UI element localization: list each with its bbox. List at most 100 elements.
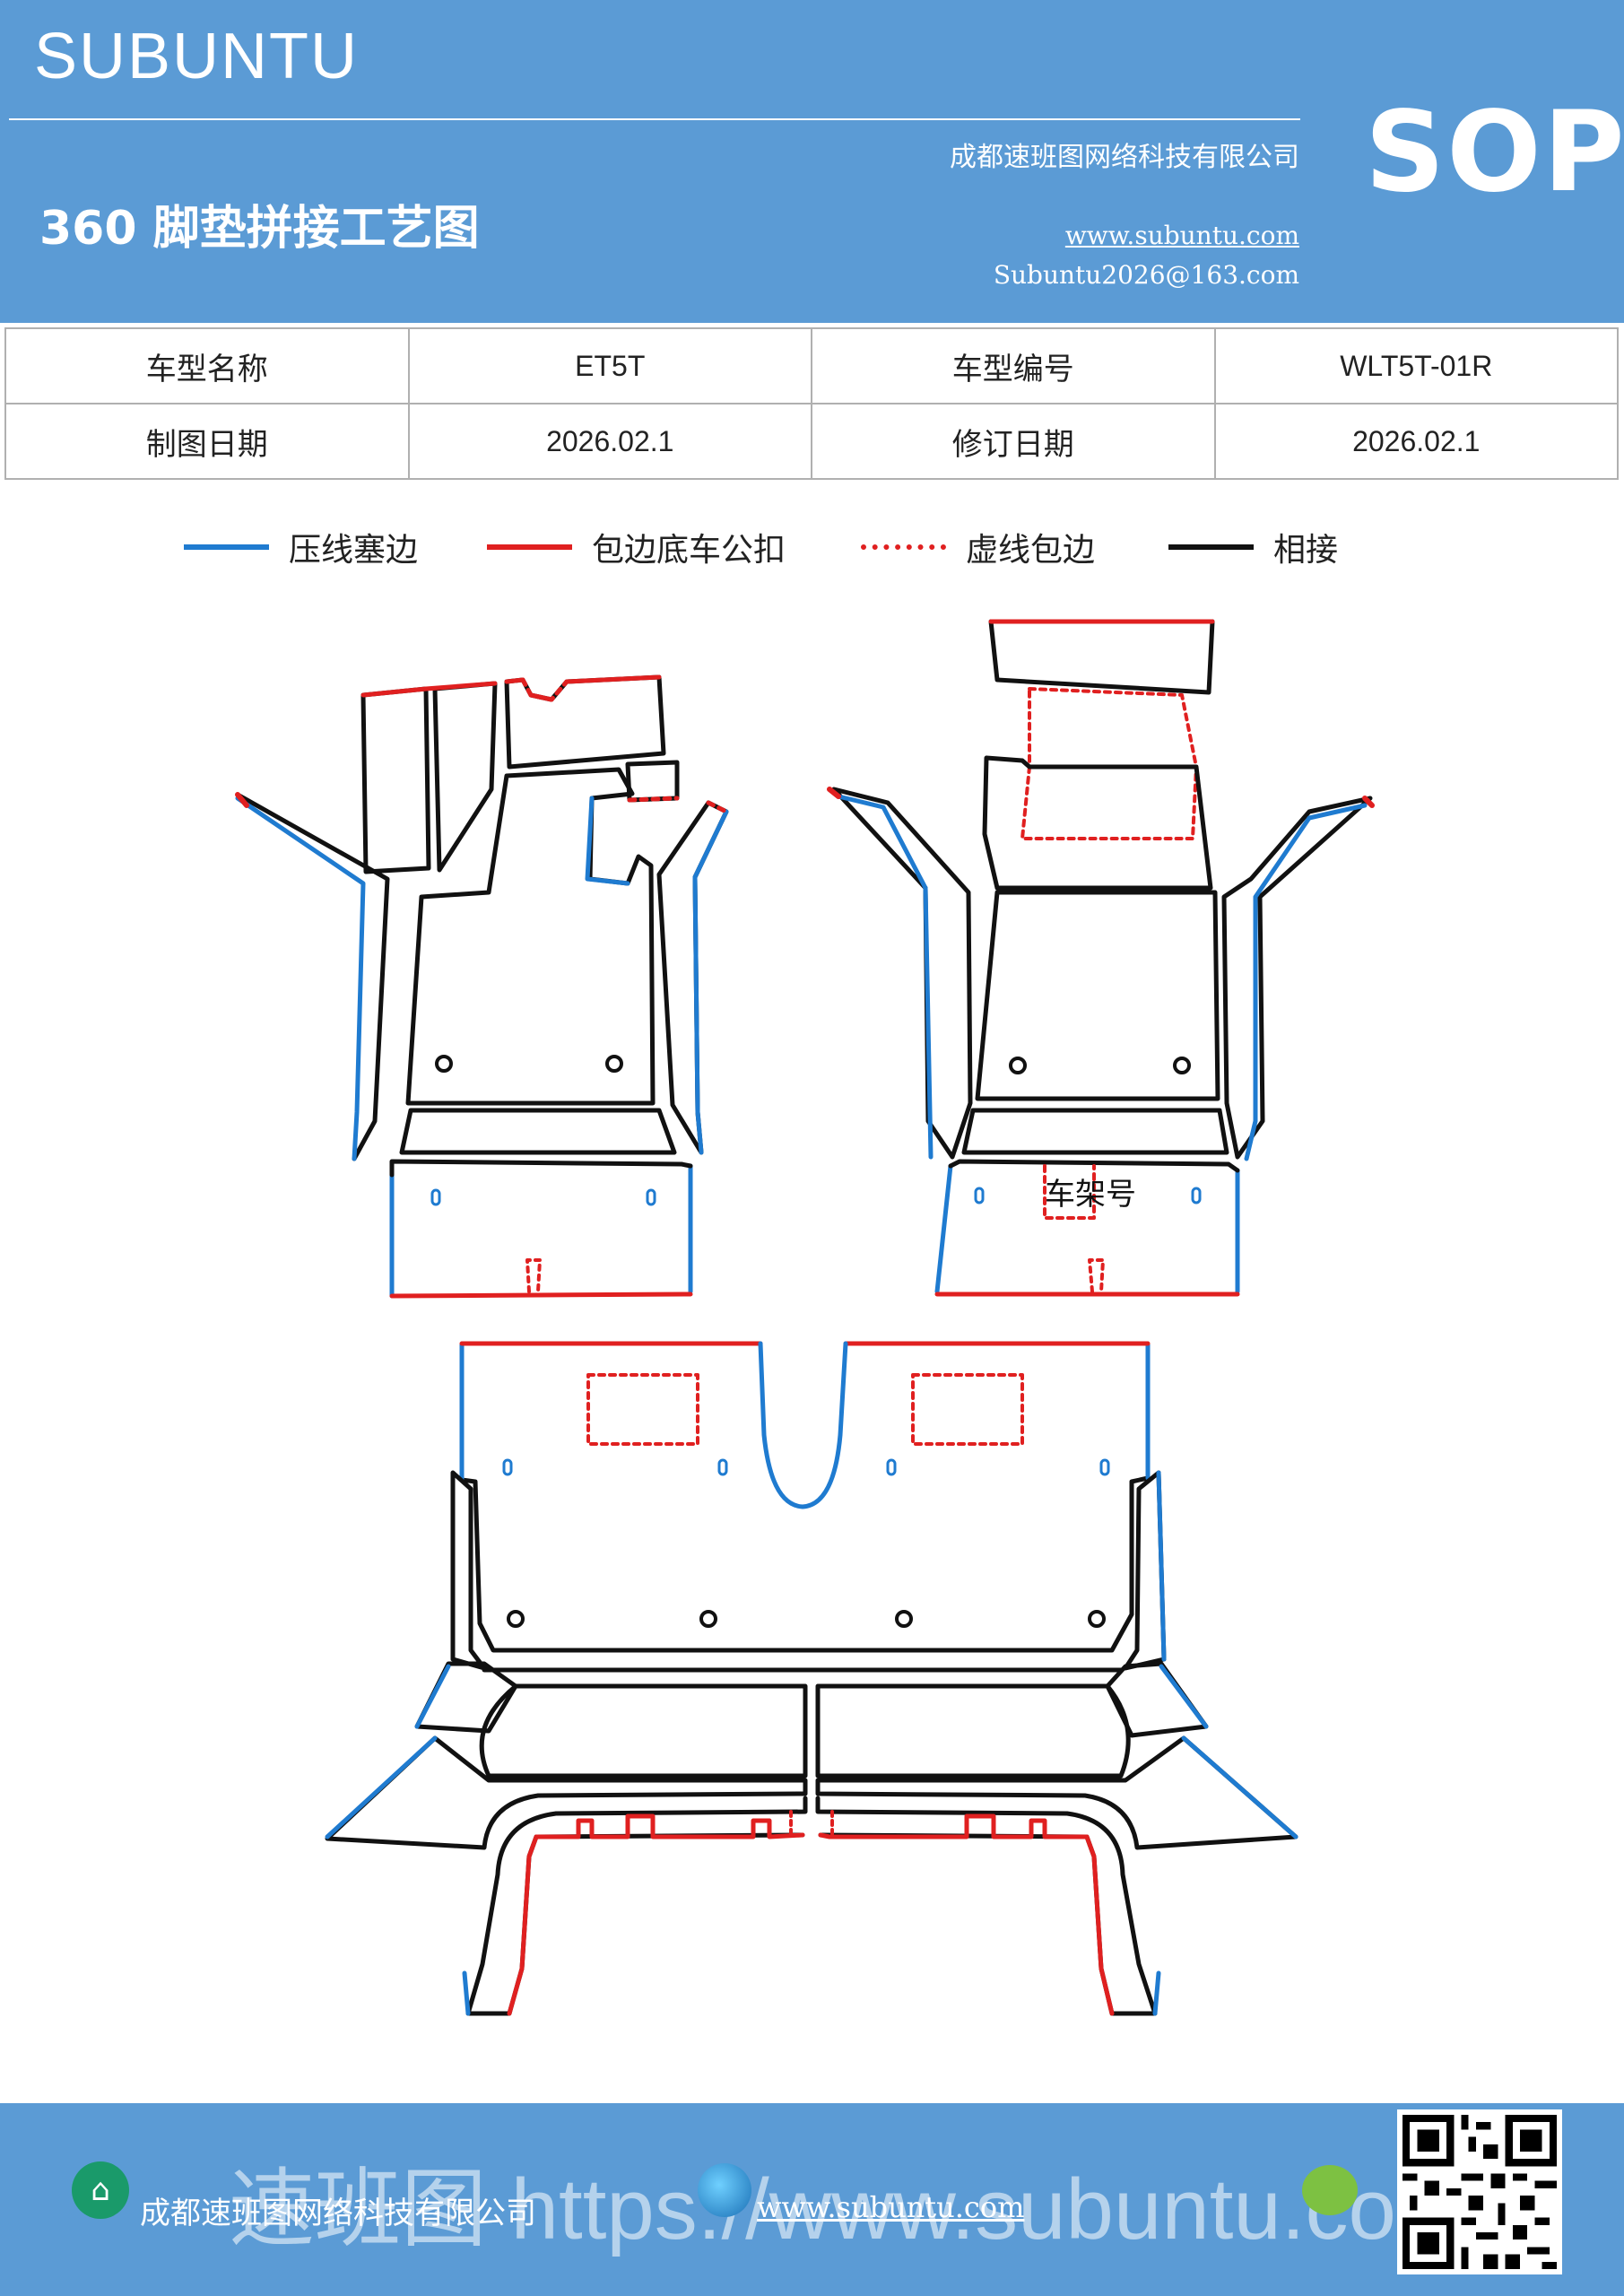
qr-code	[1397, 2109, 1562, 2274]
revise-date-value: 2026.02.1	[1213, 403, 1619, 480]
mat-edge-dotted	[1028, 687, 1198, 769]
table-row: 车型名称 ET5T 车型编号 WLT5T-01R	[4, 327, 1619, 404]
mat-slot	[717, 1458, 728, 1476]
mat-edge-blue	[1156, 1470, 1167, 1662]
legend-swatch	[184, 544, 269, 550]
mat-clip-hole	[507, 1610, 525, 1628]
sop-badge: SOP	[1365, 88, 1624, 217]
mat-edge-dotted	[1020, 765, 1198, 840]
mat-edge-blue	[462, 1970, 471, 2016]
mat-edge-black	[360, 686, 431, 874]
mat-edge-dotted	[789, 1810, 834, 1837]
left-front-mat-group	[235, 674, 729, 1299]
mat-slot	[502, 1458, 513, 1476]
mat-edge-dotted	[520, 677, 569, 702]
mat-edge-red	[534, 1813, 805, 1839]
mat-slot	[974, 1187, 985, 1205]
mat-edge-black	[961, 1108, 1229, 1155]
mat-edge-black	[1221, 796, 1373, 1160]
rear-mat-group	[325, 1341, 1298, 2016]
mat-edge-black	[988, 619, 1215, 695]
mat-edge-black	[948, 1159, 1240, 1173]
brand-name: SUBUNTU	[34, 21, 360, 92]
mat-edge-blue	[1159, 1664, 1209, 1729]
revise-date-label: 修订日期	[811, 403, 1216, 480]
mat-clip-hole	[605, 1055, 623, 1073]
mat-slot	[1191, 1187, 1202, 1205]
mat-edge-blue	[389, 1163, 693, 1299]
mat-edge-blue	[1244, 803, 1368, 1161]
legend: 压线塞边 包边底车公扣 虚线包边 相接	[0, 525, 1624, 570]
mat-slot	[1099, 1458, 1110, 1476]
globe-icon	[698, 2163, 751, 2217]
mat-edge-red	[235, 792, 249, 808]
mat-edge-dotted	[1088, 1258, 1105, 1293]
mat-edge-dotted	[627, 796, 680, 803]
mat-edge-dotted	[525, 1258, 542, 1293]
mat-clip-hole	[1088, 1610, 1106, 1628]
mat-edge-black	[1105, 1661, 1209, 1738]
legend-item: 包边底车公扣	[487, 525, 786, 570]
right-front-mat-group: 车架号	[827, 619, 1375, 1297]
company-name: 成都速班图网络科技有限公司	[950, 142, 1299, 173]
mat-clip-hole	[435, 1055, 453, 1073]
mat-edge-red	[423, 681, 498, 691]
mat-edge-red	[1362, 796, 1375, 808]
qr-code-icon	[1403, 2115, 1557, 2269]
mat-edge-dotted	[911, 1373, 1024, 1446]
mat-edge-black	[656, 800, 729, 1155]
mat-edge-red	[389, 1292, 693, 1299]
mat-edge-black	[325, 1735, 808, 1850]
draw-date-value: 2026.02.1	[407, 403, 812, 480]
email-address: Subuntu2026@163.com	[993, 260, 1299, 290]
mat-edge-black	[450, 1470, 487, 1671]
mat-edge-red	[827, 787, 841, 799]
frame-number-label: 车架号	[1045, 1177, 1136, 1213]
model-code-value: WLT5T-01R	[1213, 327, 1619, 404]
mat-edge-blue	[1152, 1970, 1161, 2016]
building-icon: ⌂	[72, 2161, 129, 2219]
wechat-icon	[1302, 2165, 1358, 2215]
draw-date-label: 制图日期	[4, 403, 410, 480]
legend-item: 压线塞边	[184, 525, 418, 570]
mat-edge-black	[389, 1159, 693, 1178]
footer-website-link[interactable]: www.subuntu.com	[757, 2190, 1025, 2224]
mat-edge-red	[507, 1834, 539, 2016]
mat-clip-hole	[1173, 1057, 1191, 1074]
table-row: 制图日期 2026.02.1 修订日期 2026.02.1	[4, 403, 1619, 480]
website-link[interactable]: www.subuntu.com	[1064, 221, 1299, 250]
legend-swatch	[861, 544, 946, 550]
model-code-label: 车型编号	[811, 327, 1216, 404]
header-divider	[9, 118, 1300, 120]
mat-edge-red	[818, 1813, 1090, 1839]
mat-clip-hole	[699, 1610, 717, 1628]
footer-company: 成都速班图网络科技有限公司	[140, 2196, 536, 2231]
mat-edge-blue	[1181, 1735, 1298, 1839]
legend-item: 相接	[1168, 525, 1338, 570]
mat-edge-black	[432, 681, 498, 873]
mat-edge-black	[235, 792, 390, 1161]
mat-clip-hole	[1009, 1057, 1027, 1074]
floor-mat-diagram: 车架号	[235, 619, 1375, 2016]
header-banner: SUBUNTU 360 脚垫拼接工艺图 成都速班图网络科技有限公司 www.su…	[0, 0, 1624, 323]
mat-slot	[430, 1188, 441, 1206]
mat-edge-blue	[235, 796, 366, 1161]
mat-edge-blue	[758, 1341, 848, 1509]
legend-label: 包边底车公扣	[592, 532, 786, 569]
mat-edge-blue	[414, 1664, 451, 1729]
mat-edge-black	[399, 1108, 677, 1155]
model-name-label: 车型名称	[4, 327, 410, 404]
mat-edge-blue	[836, 794, 934, 1160]
mat-edge-blue	[585, 796, 630, 886]
mat-edge-dotted	[586, 1373, 699, 1446]
footer-watermark: 速班图 https://www.subuntu.com	[229, 2161, 1468, 2257]
mat-edge-blue	[692, 809, 729, 1155]
mat-edge-dotted	[706, 800, 729, 814]
mat-edge-blue	[934, 1163, 1240, 1294]
mat-edge-black	[479, 1667, 1124, 1779]
mat-edge-black	[405, 767, 656, 1106]
mat-edge-dotted	[1043, 1164, 1096, 1220]
mat-edge-black	[815, 1735, 1298, 1850]
mat-edge-red	[1084, 1834, 1115, 2016]
model-name-value: ET5T	[407, 327, 812, 404]
